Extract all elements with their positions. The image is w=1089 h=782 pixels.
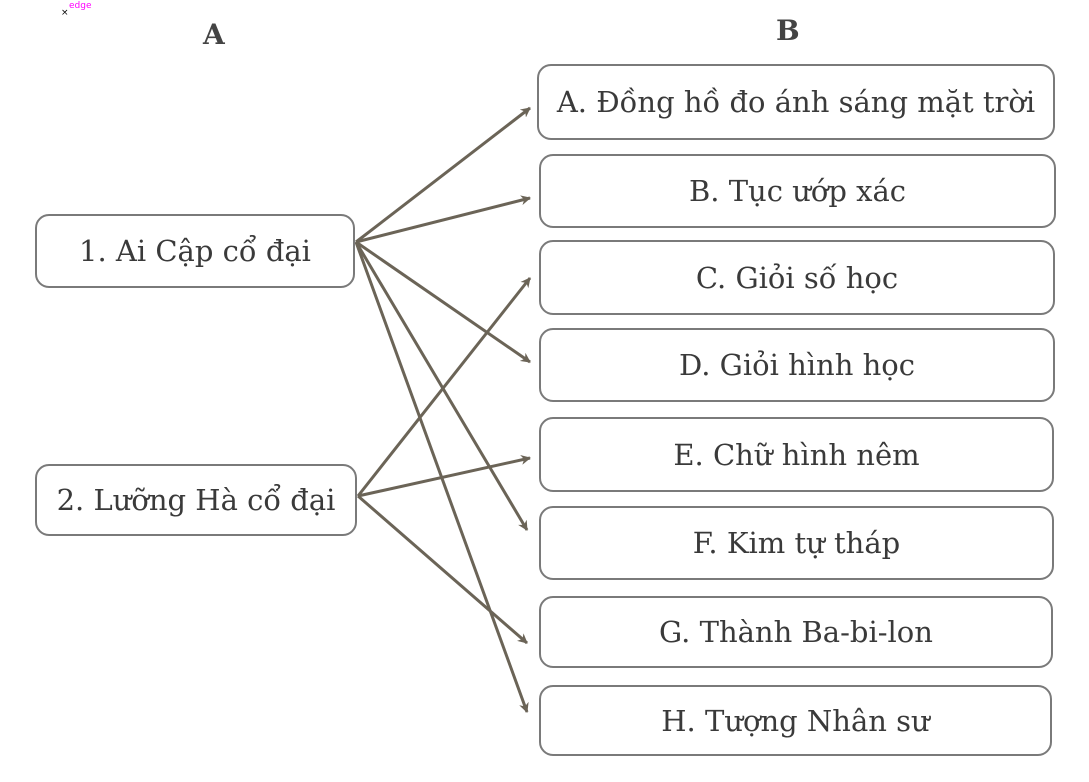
column-b-header: B bbox=[776, 14, 800, 47]
right-item-g: G. Thành Ba-bi-lon bbox=[539, 596, 1053, 668]
right-item-label: B. Tục ướp xác bbox=[688, 174, 907, 208]
left-item-label: 2. Lưỡng Hà cổ đại bbox=[56, 483, 336, 517]
right-item-h: H. Tượng Nhân sư bbox=[539, 685, 1052, 756]
right-item-label: A. Đồng hồ đo ánh sáng mặt trời bbox=[556, 85, 1036, 119]
arrow-1-to-4 bbox=[357, 455, 531, 498]
left-item-egypt: 1. Ai Cập cổ đại bbox=[35, 214, 355, 288]
arrow-0-to-0 bbox=[355, 106, 531, 244]
marker-x-icon: × bbox=[61, 8, 69, 18]
right-item-label: C. Giỏi số học bbox=[695, 260, 899, 295]
right-item-a: A. Đồng hồ đo ánh sáng mặt trời bbox=[537, 64, 1055, 140]
marker-label: edge bbox=[69, 1, 92, 11]
right-item-label: H. Tượng Nhân sư bbox=[661, 703, 930, 738]
right-item-c: C. Giỏi số học bbox=[539, 240, 1055, 315]
right-item-e: E. Chữ hình nêm bbox=[539, 417, 1054, 492]
left-item-mesopotamia: 2. Lưỡng Hà cổ đại bbox=[35, 464, 357, 536]
right-item-f: F. Kim tự tháp bbox=[539, 506, 1054, 580]
arrow-1-to-6 bbox=[357, 494, 528, 645]
arrow-0-to-1 bbox=[355, 195, 531, 244]
arrow-0-to-3 bbox=[355, 240, 531, 364]
right-item-b: B. Tục ướp xác bbox=[539, 154, 1056, 228]
right-item-label: E. Chữ hình nêm bbox=[673, 437, 920, 472]
right-item-d: D. Giỏi hình học bbox=[539, 328, 1055, 402]
arrow-1-to-2 bbox=[356, 277, 532, 497]
column-a-header: A bbox=[203, 18, 225, 51]
left-item-label: 1. Ai Cập cổ đại bbox=[79, 234, 311, 268]
arrow-0-to-5 bbox=[354, 241, 529, 531]
right-item-label: F. Kim tự tháp bbox=[692, 526, 901, 560]
right-item-label: D. Giỏi hình học bbox=[679, 348, 915, 382]
right-item-label: G. Thành Ba-bi-lon bbox=[659, 615, 933, 649]
